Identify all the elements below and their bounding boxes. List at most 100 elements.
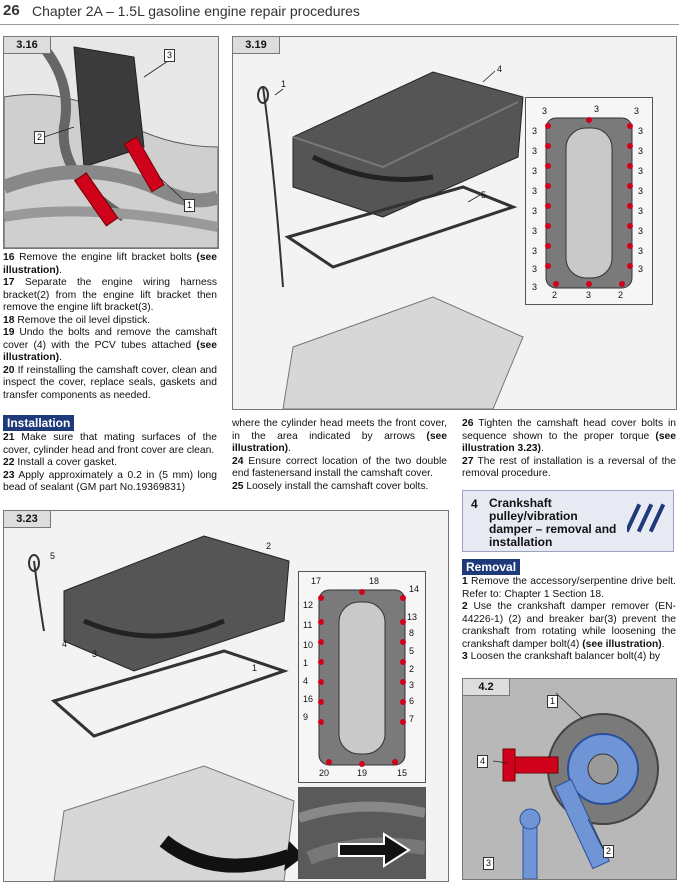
sequence-callout: 19 [357,768,368,778]
inset-callout: 3 [532,246,538,256]
callout-1: 1 [184,199,196,212]
callout-3: 3 [92,649,98,659]
sequence-callout: 3 [409,680,415,690]
sequence-callout: 17 [311,576,322,586]
page-header: 26 Chapter 2A – 1.5L gasoline engine rep… [0,0,679,25]
camshaft-cover-installation-view [28,535,304,881]
sequence-callout: 13 [407,612,418,622]
sequence-callout: 18 [369,576,380,586]
figure-label: 3.16 [4,37,51,54]
cover-outline-sequence [318,589,406,767]
sequence-callout: 9 [303,712,309,722]
figure-3-16: 3.16 3 2 1 [3,36,219,249]
cover-outline-bolts [545,117,633,289]
callout-4: 4 [62,639,68,649]
inset-callout: 3 [638,126,644,136]
sequence-callout: 10 [303,640,314,650]
step-21: 21 Make sure that mating surfaces of the… [3,432,217,456]
inset-callout: 2 [552,290,558,300]
inset-callout: 3 [638,186,644,196]
camshaft-cover-exploded-view [257,70,524,409]
page-number: 26 [3,2,20,19]
section-number: 4 [471,497,478,511]
step-17: 17 Separate the engine wiring harness br… [3,277,217,313]
sequence-callout: 1 [303,658,309,668]
sequence-callout: 11 [303,620,313,630]
inset-callout: 3 [532,226,538,236]
sequence-callout: 5 [409,646,415,656]
sealant-arrow-detail [299,788,425,878]
inset-callout: 3 [638,226,644,236]
figure-4-2: 4.2 1 4 2 3 [462,678,677,880]
figure-label: 4.2 [463,679,510,696]
removal-step-1: 1 Remove the accessory/serpentine drive … [462,576,676,600]
callout-3: 3 [483,857,495,870]
step-16: 16 Remove the engine lift bracket bolts … [3,252,217,276]
bolt-pattern-inset: 3 3 3 3 3 3 3 3 3 3 3 3 3 3 3 3 3 3 3 3 … [525,97,653,305]
installation-steps-24-25: where the cylinder head meets the front … [232,418,447,493]
callout-4: 4 [477,755,489,768]
callout-2: 2 [34,131,46,144]
step-22: 22 Install a cover gasket. [3,457,117,468]
crankshaft-damper-tool-illustration [463,679,676,879]
inset-callout: 3 [532,166,538,176]
inset-callout: 3 [586,290,592,300]
step-20: 20 If reinstalling the camshaft cover, c… [3,364,217,401]
inset-callout: 3 [638,146,644,156]
inset-callout: 3 [532,126,538,136]
step-25: 25 Loosely install the camshaft cover bo… [232,480,429,492]
callout-2: 2 [266,541,272,551]
inset-callout: 3 [638,264,644,274]
sequence-callout: 12 [303,600,314,610]
installation-steps-21-23: 21 Make sure that mating surfaces of the… [3,432,217,495]
sequence-callout: 7 [409,714,415,724]
inset-callout: 3 [532,282,538,292]
engine-bracket-illustration [4,37,218,248]
section-4-box: 4 Crankshaft pulley/vibration damper – r… [462,490,674,552]
section-title: Crankshaft pulley/vibration damper – rem… [489,496,617,549]
sequence-callout: 16 [303,694,314,704]
inset-callout: 3 [638,206,644,216]
torque-sequence-inset: 17 18 14 12 13 11 8 10 5 1 2 3 4 6 16 7 … [298,571,426,783]
inset-callout: 3 [532,206,538,216]
callout-1: 1 [281,79,287,89]
installation-steps-26-27: 26 Tighten the camshaft head cover bolts… [462,418,676,481]
inset-callout: 3 [532,264,538,274]
removal-steps-16-20: 16 Remove the engine lift bracket bolts … [3,252,217,402]
inset-callout: 3 [542,106,548,116]
callout-5: 5 [481,190,487,200]
removal-heading: Removal [462,559,521,575]
inset-callout: 3 [634,106,640,116]
sequence-callout: 8 [409,628,415,638]
sequence-callout: 14 [409,584,420,594]
inset-callout: 3 [638,246,644,256]
step-27: 27 The rest of installation is a reversa… [462,455,676,480]
chapter-title: Chapter 2A – 1.5L gasoline engine repair… [32,3,360,19]
step-24: 24 Ensure correct location of the two do… [232,455,447,480]
sequence-callout: 4 [303,676,309,686]
inset-callout: 3 [638,166,644,176]
sequence-callout: 6 [409,696,415,706]
tools-icon [627,503,666,533]
figure-3-23: 3.23 5 2 4 3 1 [3,510,449,882]
callout-1: 1 [547,695,559,708]
callout-1: 1 [252,663,258,673]
inset-callout: 3 [594,104,600,114]
sequence-callout: 20 [319,768,330,778]
step-26: 26 Tighten the camshaft head cover bolts… [462,418,676,454]
removal-steps-1-3: 1 Remove the accessory/serpentine drive … [462,576,676,664]
removal-step-2: 2 Use the crankshaft damper remover (EN-… [462,601,676,650]
sequence-callout: 15 [397,768,408,778]
callout-3: 3 [164,49,176,62]
figure-label: 3.19 [233,37,280,54]
sequence-callout: 2 [409,664,415,674]
step-23: 23 Apply approximately a 0.2 in (5 mm) l… [3,469,217,494]
removal-step-3: 3 Loosen the crankshaft balancer bolt(4)… [462,651,661,662]
callout-4: 4 [497,64,503,74]
inset-callout: 2 [618,290,624,300]
figure-label: 3.23 [4,511,51,528]
figure-3-19: 3.19 1 4 5 [232,36,677,410]
callout-2: 2 [603,845,615,858]
sealant-detail-inset [298,787,426,879]
